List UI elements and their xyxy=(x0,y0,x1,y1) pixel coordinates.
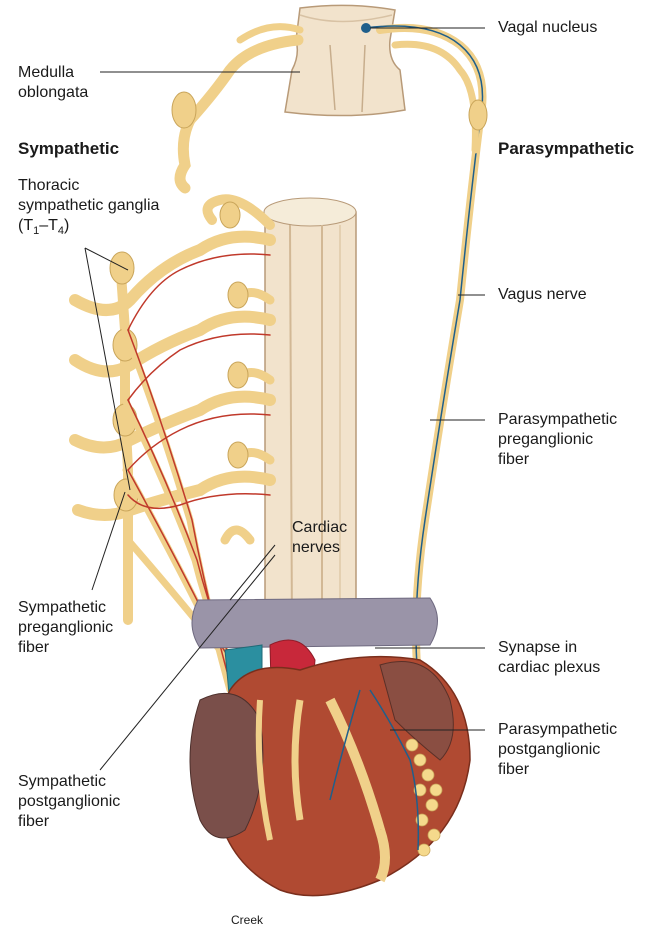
medulla-oblongata xyxy=(285,5,405,115)
synapse-cardiac-plexus-label: Synapse in cardiac plexus xyxy=(498,638,600,678)
parasympathetic-preganglionic-label: Parasympathetic preganglionic fiber xyxy=(498,410,617,470)
sympathetic-heading: Sympathetic xyxy=(18,139,119,159)
heart xyxy=(190,657,470,896)
sympathetic-preganglionic-label: Sympathetic preganglionic fiber xyxy=(18,598,113,658)
thoracic-range: (T1–T4) xyxy=(18,216,159,241)
parasympathetic-postganglionic-label: Parasympathetic postganglionic fiber xyxy=(498,720,617,780)
vagus-nerve-label: Vagus nerve xyxy=(498,285,587,305)
spinal-cord xyxy=(264,198,356,641)
sympathetic-postganglionic-label: Sympathetic postganglionic fiber xyxy=(18,772,120,832)
illustrator-credit: Creek xyxy=(231,910,263,930)
medulla-oblongata-label: Medulla oblongata xyxy=(18,63,88,103)
cardiac-nerves-label: Cardiac nerves xyxy=(292,518,347,558)
vagal-nucleus-label: Vagal nucleus xyxy=(498,18,597,38)
thoracic-ganglia-label: Thoracic sympathetic ganglia (T1–T4) xyxy=(18,176,159,241)
parasympathetic-heading: Parasympathetic xyxy=(498,139,634,159)
left-cranial-nerve xyxy=(172,27,300,188)
